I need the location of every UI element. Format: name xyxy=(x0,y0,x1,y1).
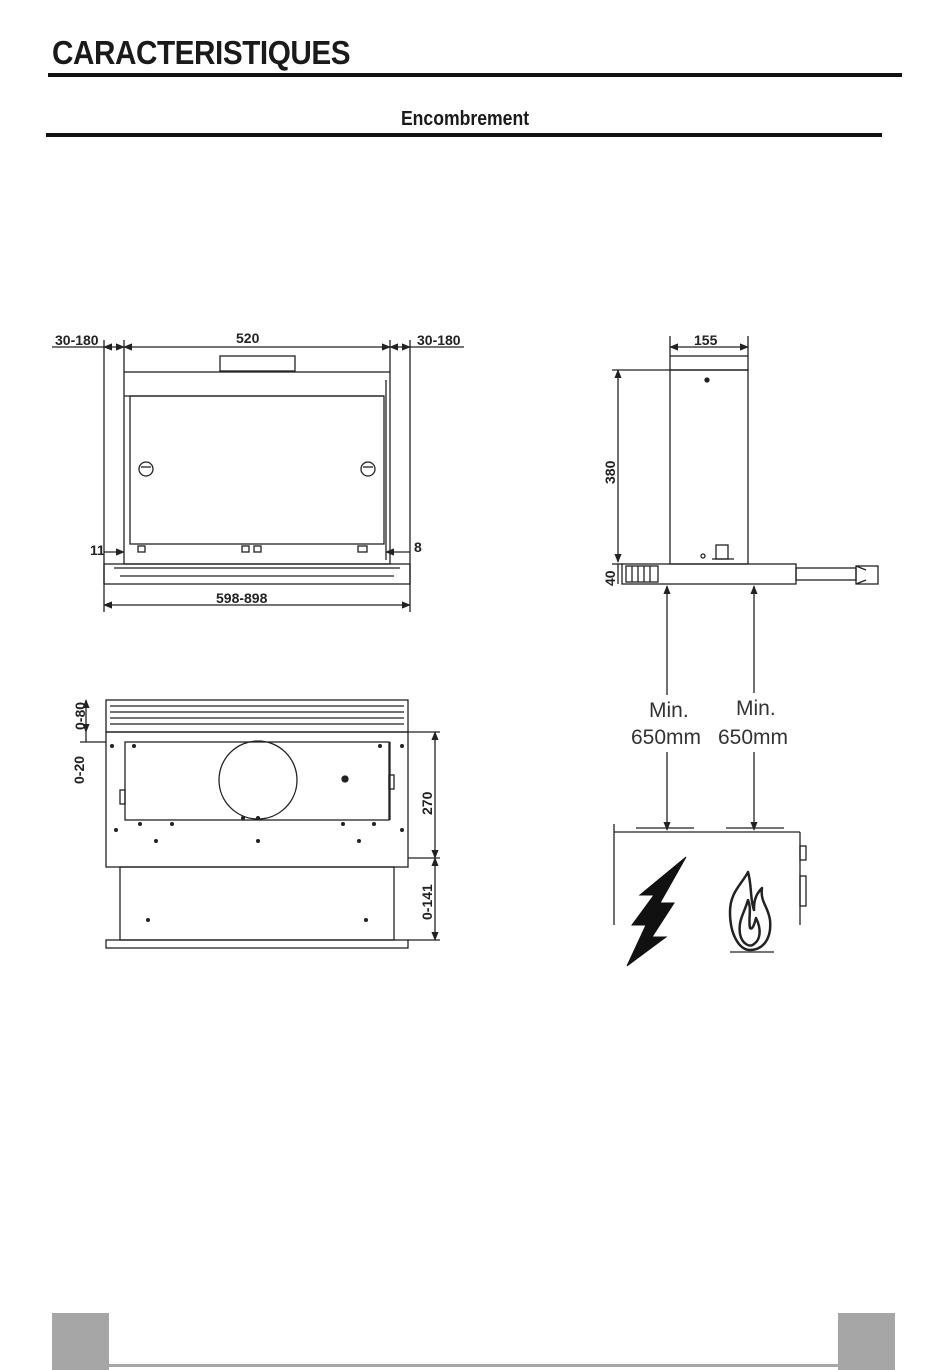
dim-total-width: 598-898 xyxy=(216,590,268,606)
clearance-electric-value: 650mm xyxy=(631,726,701,749)
clearance-gas-value: 650mm xyxy=(718,726,788,749)
dim-left-gap: 30-180 xyxy=(55,332,99,348)
dim-depth: 270 xyxy=(419,791,435,815)
top-view-screws xyxy=(110,744,404,922)
dim-extension: 0-141 xyxy=(419,884,435,920)
dim-width-center: 520 xyxy=(236,330,260,346)
dim-right-gap: 30-180 xyxy=(417,332,461,348)
dim-chimney-height: 380 xyxy=(602,460,618,484)
footer-rule xyxy=(108,1364,838,1367)
front-view xyxy=(52,340,464,612)
footer-right-tab xyxy=(838,1313,895,1370)
dim-gap-left-small: 11 xyxy=(90,542,105,558)
clearance-gas-label: Min. xyxy=(736,697,776,720)
dim-gap-right-small: 8 xyxy=(414,539,422,555)
clearance-electric-label: Min. xyxy=(649,699,689,722)
side-view xyxy=(612,336,878,952)
dim-chimney-width: 155 xyxy=(694,332,718,348)
lightning-icon xyxy=(627,857,686,966)
flame-icon xyxy=(730,872,770,950)
dim-base-height: 40 xyxy=(602,570,618,586)
dim-offset: 0-20 xyxy=(71,756,87,784)
dim-front-depth: 0-80 xyxy=(72,702,88,730)
footer-left-tab xyxy=(52,1313,109,1370)
top-view xyxy=(80,700,440,948)
